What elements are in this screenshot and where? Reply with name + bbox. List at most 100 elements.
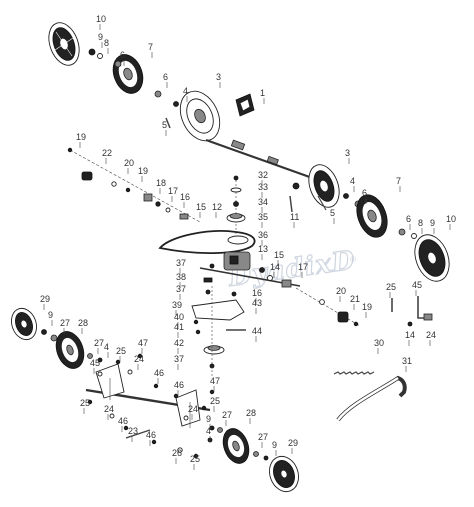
part-label-l1: 1 [260,88,265,98]
part-label-l43: 43 [252,298,262,308]
part-label-l5b: 5 [330,208,335,218]
bushing-27a [50,334,58,342]
part-label-l40: 40 [174,312,184,322]
part-label-l32: 32 [258,170,268,180]
bolt-46b [173,393,179,399]
nut-14b [407,321,413,327]
part-label-l46d: 46 [146,430,156,440]
washer-8 [97,53,103,59]
bolt-5a [165,117,171,129]
bushing-6b [154,90,162,98]
part-label-l15b: 15 [274,250,284,260]
part-label-l20b: 20 [336,286,346,296]
part-label-l6a: 6 [120,50,125,60]
part-label-l42: 42 [174,338,184,348]
pulley-36 [227,235,249,245]
part-label-l39: 39 [172,300,182,310]
part-label-l27b: 27 [94,338,104,348]
part-label-l16b: 16 [252,288,262,298]
part-label-l24a: 24 [426,330,436,340]
part-label-l17a: 17 [168,186,178,196]
part-label-l30: 30 [374,338,384,348]
bolt-25b [115,359,121,365]
part-label-l45b: 45 [90,358,100,368]
part-label-l46a: 46 [154,368,164,378]
washer-14a [267,275,273,281]
wheel-cap-29a [11,307,37,341]
part-label-l27d: 27 [258,432,268,442]
clip-24a [423,313,433,321]
part-label-l25b: 25 [116,346,126,356]
spacer-24b [127,369,133,375]
part-label-l26: 26 [172,448,182,458]
part-label-l14a: 14 [270,262,280,272]
wheel-cap-10b [414,234,450,282]
rear-right-wheel-assembly [207,425,299,493]
bolt-47b [209,389,215,395]
bolt-4a [173,101,179,107]
part-label-l14b: 14 [405,330,415,340]
washer-8b [411,233,417,239]
watermark-registered-mark: ® [350,255,356,264]
part-label-l9e: 9 [272,440,277,450]
washer-16b [231,291,237,297]
part-label-l19c: 19 [362,302,372,312]
bolt-25e [193,453,199,459]
part-label-l11: 11 [290,212,299,222]
part-label-l16a: 16 [180,192,190,202]
front-axle [205,138,319,182]
part-label-l5a: 5 [162,120,167,130]
tire-28b [222,428,250,464]
part-label-l24b: 24 [134,354,144,364]
part-label-l46c: 46 [118,416,128,426]
part-label-l28b: 28 [246,408,256,418]
transmission-assembly [158,175,301,376]
washer-33 [230,187,242,193]
lever-parts [391,296,433,327]
part-label-l6b: 6 [163,72,168,82]
handle-31 [336,375,407,422]
rear-left-wheel-assembly [11,307,103,369]
part-label-l10b: 10 [446,214,456,224]
part-label-l9a: 9 [98,32,103,42]
spring-17a [155,201,161,207]
part-label-l24c: 24 [104,404,114,414]
part-label-l3a: 3 [216,72,221,82]
bolt-34 [233,201,239,207]
part-label-l4b: 4 [350,176,355,186]
axle-nut [292,182,300,190]
height-adjuster-1 [235,93,255,117]
rear-bracket-right [175,389,201,427]
part-label-l25a: 25 [386,282,396,292]
bushing-27c [217,427,223,433]
part-label-l20a: 20 [124,158,134,168]
part-label-l29a: 29 [40,294,50,304]
tire-28a [55,331,85,369]
part-label-l25d: 25 [210,396,220,406]
bolt-25d [201,405,207,411]
bolt-46c [123,425,129,431]
part-label-l9d: 9 [206,414,211,424]
bolt-4c [97,357,103,363]
part-label-l47a: 47 [138,338,148,348]
right-gear-train [295,287,361,327]
drive-plate-3a [179,90,221,142]
pulley-35 [226,213,246,223]
bolt-37b [205,289,211,295]
part-label-l15a: 15 [196,202,206,212]
part-label-l3b: 3 [345,148,350,158]
front-left-wheel-assembly [48,22,255,142]
part-label-l24d: 24 [188,404,198,414]
bolt-46a [153,383,159,389]
part-label-l34: 34 [258,197,268,207]
part-label-l17b: 17 [298,262,308,272]
gear-17b [281,279,292,288]
part-label-l31: 31 [402,356,412,366]
part-label-l22: 22 [102,148,112,158]
bolt-25c [87,399,93,405]
part-label-l38: 38 [176,272,186,282]
part-label-l35: 35 [258,212,268,222]
screw-19b [125,187,131,193]
wheel-cap-10 [48,22,80,66]
